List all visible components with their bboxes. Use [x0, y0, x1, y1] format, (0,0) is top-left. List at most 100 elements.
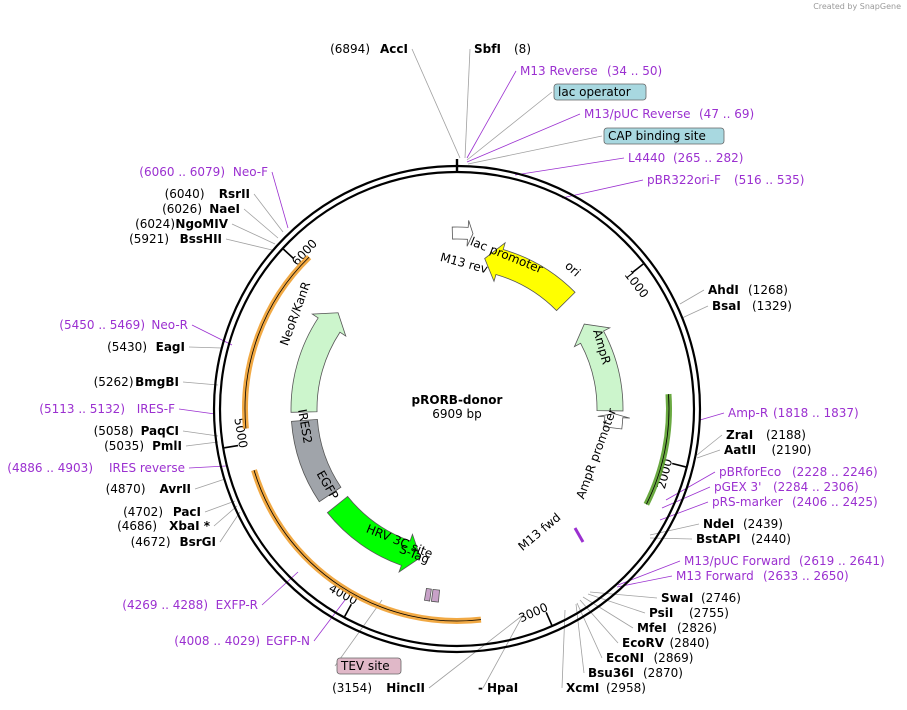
label-name: XcmI [566, 681, 599, 695]
leader-line [231, 223, 276, 245]
tick-label: 3000 [517, 600, 551, 625]
site-econi: EcoNI (2869) [606, 651, 693, 665]
site-bstapi: BstAPI(2440) [696, 532, 791, 546]
label-name: PmlI [152, 439, 182, 453]
site-xbai: XbaI *(4686) [117, 519, 211, 533]
leader-line [467, 135, 603, 165]
label-name: MfeI [637, 621, 667, 635]
leader-line [313, 599, 346, 642]
label-position: (5113 .. 5132) [39, 402, 125, 416]
site-mfei: MfeI (2826) [637, 621, 717, 635]
primer-pbrforeco: pBRforEco(2228 .. 2246) [719, 465, 878, 479]
site-ngomiv: NgoMIV(6024) [135, 217, 229, 231]
label-position: (6026) [162, 202, 202, 216]
leader-line [616, 575, 673, 588]
label-position: (2870) [643, 666, 683, 680]
leader-line [334, 599, 383, 667]
site-paqci: PaqCI(5058) [94, 424, 179, 438]
site-pmli: PmlI (5035) [104, 439, 182, 453]
primer-m13-puc-forward: M13/pUC Forward(2619 .. 2641) [684, 554, 885, 568]
leader-line [191, 324, 233, 346]
label-position: (2755) [689, 606, 729, 620]
leader-line [178, 408, 216, 415]
feature-ampr-promoter [597, 413, 630, 430]
site-ndei: NdeI(2439) [703, 517, 783, 531]
leader-line [699, 412, 725, 421]
leader-line [411, 48, 461, 159]
primer-m13-reverse: M13 Reverse(34 .. 50) [520, 64, 662, 78]
label-name: BmgBI [135, 375, 179, 389]
feature-box-label: TEV site [340, 659, 390, 673]
leader-line [561, 609, 566, 689]
label-position: (2633 .. 2650) [763, 569, 849, 583]
label-position: (2190) [772, 443, 812, 457]
backbone-inner [218, 170, 696, 648]
site-naei: NaeI (6026) [162, 202, 240, 216]
feature-egfp [326, 495, 421, 574]
label-name: SwaI [661, 591, 693, 605]
site-paci: PacI(4702) [123, 505, 201, 519]
label-name: pRS-marker [712, 495, 783, 509]
tick-1000 [631, 263, 644, 274]
label-name: RsrII [219, 187, 250, 201]
tick-4000 [343, 603, 353, 617]
label-position: (5035) [104, 439, 144, 453]
feature-box-bg [553, 83, 647, 101]
label-position: (6024) [135, 217, 175, 231]
label-name: EagI [156, 340, 185, 354]
primer-prs-marker: pRS-marker(2406 .. 2425) [712, 495, 878, 509]
plasmid-size: 6909 bp [432, 407, 482, 421]
label-position: (1329) [752, 299, 792, 313]
site-avrii: AvrII(4870) [106, 482, 191, 496]
feature-hrv-3c-site [423, 587, 432, 602]
leader-line [204, 500, 236, 513]
tick-3000 [545, 611, 553, 626]
label-name: M13 Reverse [520, 64, 598, 78]
site-bmgbi: BmgBI(5262) [94, 375, 179, 389]
primer-amp-r: Amp-R(1818 .. 1837) [728, 406, 859, 420]
tick-6000 [282, 248, 295, 260]
label-name: M13/pUC Reverse [584, 107, 691, 121]
label-name: EcoNI [606, 651, 644, 665]
label-position: (1268) [748, 283, 788, 297]
site-xcmi: XcmI(2958) [566, 681, 646, 695]
leader-line [213, 505, 238, 527]
label-position: (2228 .. 2246) [792, 465, 878, 479]
label-position: (2619 .. 2641) [799, 554, 885, 568]
label-position: (4886 .. 4903) [7, 461, 93, 475]
primer-ires-f: IRES-F (5113 .. 5132) [39, 402, 175, 416]
feature-label-m13-fwd: M13 fwd [515, 510, 563, 553]
leader-line [466, 113, 581, 163]
leader-line [482, 614, 524, 689]
label-name: M13 Forward [676, 569, 754, 583]
label-name: L4440 [628, 151, 665, 165]
label-name: BsaI [712, 299, 741, 313]
label-name: AccI [380, 42, 408, 56]
site-sbfi: SbfI(8) [474, 42, 531, 56]
site-hincii: HincII(3154) [332, 681, 425, 695]
label-name: IRES reverse [109, 461, 185, 475]
tick-2000 [672, 462, 686, 468]
label-position: (2869) [654, 651, 694, 665]
label-position: (4870) [106, 482, 146, 496]
annotation-arc-line [646, 394, 670, 505]
site-psii: PsiI(2755) [649, 606, 729, 620]
label-position: (4269 .. 4288) [122, 598, 208, 612]
primer-pbr322ori-f: pBR322ori-F(516 .. 535) [647, 173, 804, 187]
site-ecorv: EcoRV(2840) [622, 636, 709, 650]
site-bsrgi: BsrGI(4672) [131, 535, 216, 549]
label-name: BstAPI [696, 532, 741, 546]
label-name: Neo-F [233, 165, 268, 179]
leader-line [225, 238, 273, 251]
site-separator: - [478, 681, 483, 695]
primer-ires-reverse: IRES reverse (4886 .. 4903) [7, 461, 185, 475]
leader-line [587, 593, 646, 614]
label-name: ZraI [726, 428, 753, 442]
label-position: (2188) [766, 428, 806, 442]
snapgene-credit: Created by SnapGene [813, 2, 901, 11]
label-name: NaeI [209, 202, 240, 216]
label-name: IRES-F [137, 402, 175, 416]
label-position: (2826) [677, 621, 717, 635]
site-zrai: ZraI (2188) [726, 428, 806, 442]
feature-ori [484, 241, 576, 312]
